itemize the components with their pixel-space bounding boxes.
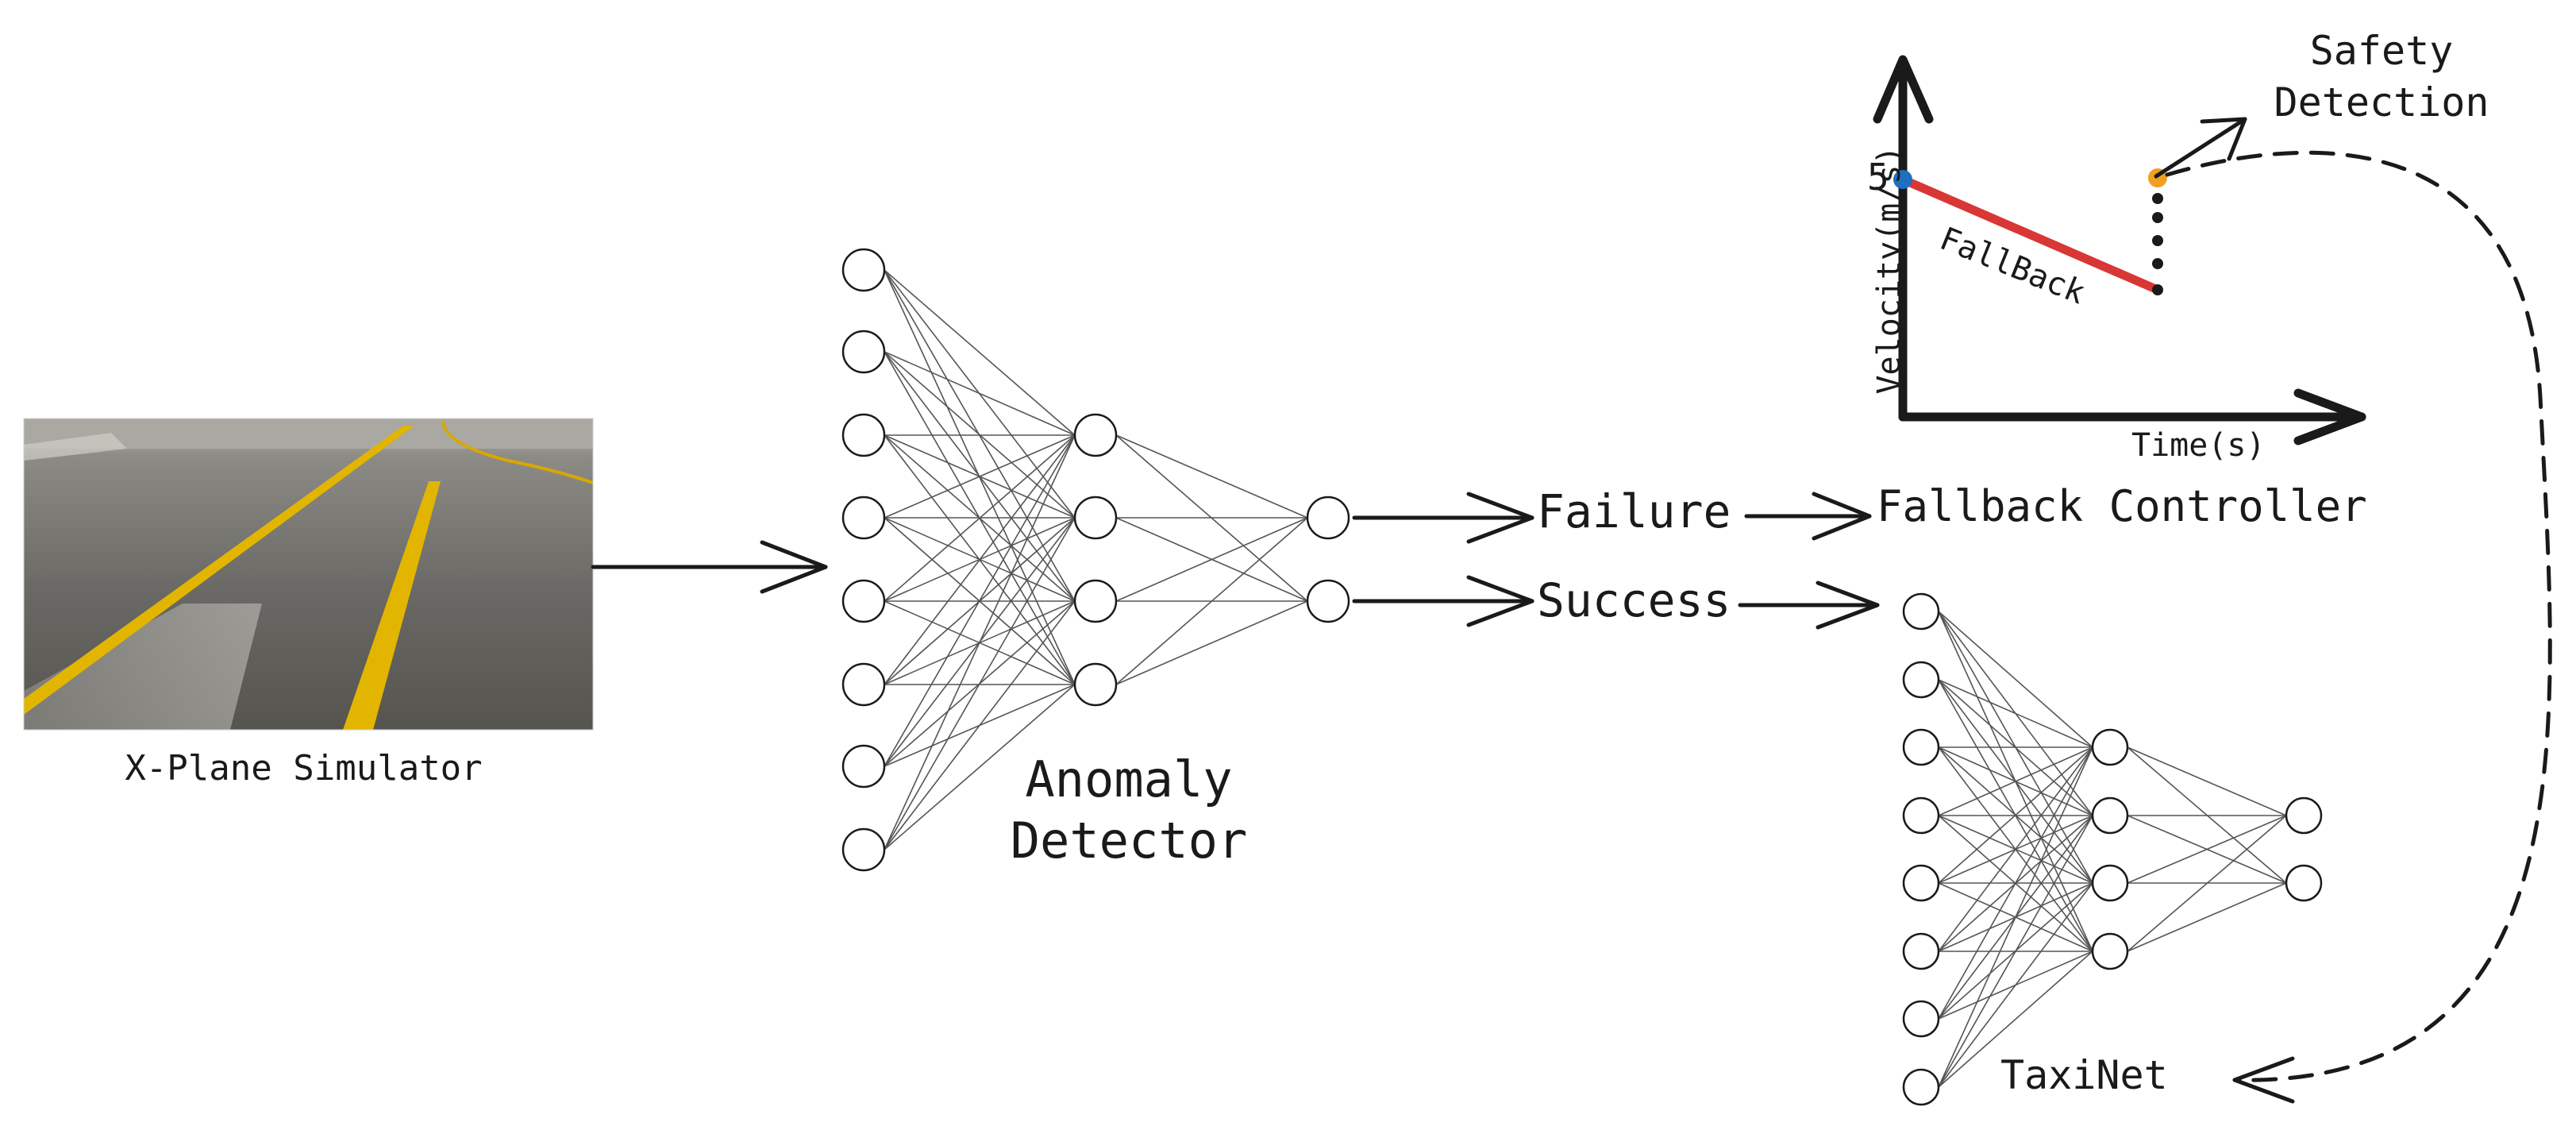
network-node <box>1902 1068 1940 1106</box>
network-edge <box>1938 746 2093 884</box>
safety-detection-label-line2: Detection <box>2274 79 2489 125</box>
network-node <box>1306 579 1350 623</box>
network-edge <box>1938 951 2093 1088</box>
network-edge <box>1938 882 2093 1088</box>
network-edge <box>1115 434 1308 519</box>
network-node <box>841 579 886 623</box>
network-node <box>841 413 886 457</box>
network-node <box>1073 662 1118 707</box>
network-node <box>1902 728 1940 766</box>
network-edge <box>1938 746 2093 952</box>
arrow-failure-to-fallback <box>1744 492 1872 541</box>
network-node <box>841 827 886 872</box>
network-edge <box>1115 517 1308 602</box>
network-node <box>1073 413 1118 457</box>
dotted-jump <box>2152 193 2163 295</box>
velocity-plot <box>1873 55 2366 445</box>
network-edge <box>884 351 1076 436</box>
network-edge <box>884 434 1076 767</box>
plot-y-axis-label: Velocity(m/s) <box>1871 145 1908 395</box>
network-edge <box>884 269 1076 436</box>
network-edge <box>1938 679 2093 748</box>
network-edge <box>2127 815 2287 884</box>
plot-y-tick-5: 5 <box>1867 156 1889 199</box>
safety-detection-label-line1: Safety <box>2309 28 2454 74</box>
network-edge <box>884 600 1076 850</box>
network-node <box>1306 496 1350 540</box>
network-edge <box>2127 746 2287 816</box>
network-edge <box>2127 815 2287 952</box>
arrow-to-success <box>1352 575 1534 627</box>
network-node <box>1902 864 1940 902</box>
network-edge <box>1938 746 2093 1088</box>
network-edge <box>1938 611 2093 748</box>
network-node <box>1902 592 1940 631</box>
network-node <box>841 744 886 789</box>
network-node <box>1073 579 1118 623</box>
network-edge <box>1115 600 1308 685</box>
taxinet-network <box>1902 592 2323 1106</box>
network-node <box>841 330 886 374</box>
network-edge <box>884 434 1076 685</box>
network-edge <box>884 434 1076 602</box>
feedback-dashed-arrow <box>2165 150 2552 1104</box>
network-node <box>841 248 886 292</box>
arrow-sim-to-detector <box>591 540 828 594</box>
anomaly-detector-title-line2: Detector <box>1010 812 1248 870</box>
taxinet-label: TaxiNet <box>2000 1052 2168 1098</box>
network-node <box>841 662 886 707</box>
network-node <box>1902 1000 1940 1038</box>
success-label: Success <box>1537 573 1731 627</box>
network-edge <box>884 434 1076 519</box>
safety-detection-arrow <box>2154 117 2247 179</box>
anomaly-detector-network <box>841 248 1350 872</box>
network-node <box>1073 496 1118 540</box>
network-edge <box>884 517 1076 850</box>
network-node <box>1902 796 1940 835</box>
network-node <box>2091 728 2129 766</box>
network-node <box>1902 661 1940 699</box>
simulator-caption: X-Plane Simulator <box>125 748 483 789</box>
runway-image <box>23 418 594 731</box>
network-node <box>2091 864 2129 902</box>
start-point <box>1893 170 1912 189</box>
arrow-success-to-taxinet <box>1738 580 1880 630</box>
network-edge <box>884 684 1076 850</box>
network-node <box>841 496 886 540</box>
network-edge <box>884 434 1076 850</box>
network-node <box>2285 864 2323 902</box>
fallback-controller-label: Fallback Controller <box>1877 481 2367 531</box>
plot-axes <box>1873 55 2366 445</box>
network-edge <box>1115 517 1308 685</box>
network-node <box>2091 796 2129 835</box>
anomaly-detector-title-line1: Anomaly <box>1025 750 1233 808</box>
network-edge <box>2127 882 2287 952</box>
arrow-to-failure <box>1352 492 1534 544</box>
network-edge <box>1938 815 2093 1088</box>
network-edge <box>1938 746 2093 1020</box>
network-node <box>2285 796 2323 835</box>
network-node <box>1902 932 1940 970</box>
fallback-segment <box>1898 175 2162 295</box>
failure-label: Failure <box>1537 484 1731 538</box>
network-edge <box>1938 746 2093 816</box>
plot-x-axis-label: Time(s) <box>2131 427 2266 464</box>
network-node <box>2091 932 2129 970</box>
